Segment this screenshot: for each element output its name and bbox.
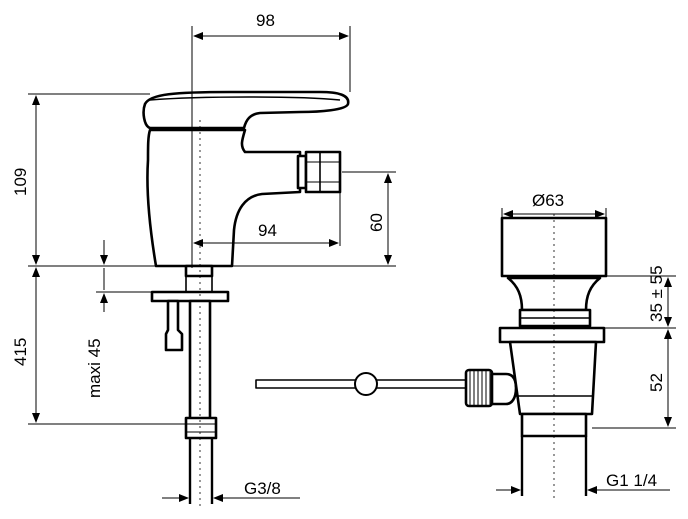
lever-top-line: [149, 96, 341, 101]
dim-supply-length: 415: [11, 338, 30, 366]
base-ring: [184, 264, 214, 278]
dim-supply-thread: G3/8: [244, 479, 281, 498]
dim-waste-upper: 35 ± 55: [647, 265, 666, 322]
dim-spout-reach: 94: [258, 221, 277, 240]
waste-view: [255, 214, 608, 500]
lever-handle: [142, 90, 350, 130]
dim-waste-diameter: Ø63: [532, 191, 564, 210]
dim-outlet-height: 60: [367, 213, 386, 232]
mixer-body: [146, 128, 302, 268]
fixing-rod: [164, 299, 184, 352]
hose-nut: [184, 416, 218, 440]
dim-height-total: 109: [11, 168, 30, 196]
mixer-dimensions: 98 94 109 60 415 maxi 45 G3/8: [11, 11, 396, 502]
waste-body: [508, 340, 598, 416]
mixer-view: [142, 90, 350, 510]
dim-waste-thread: G1 1/4: [606, 471, 657, 490]
dim-waste-lower: 52: [647, 373, 666, 392]
deck-plate: [150, 290, 230, 303]
dim-width-top: 98: [256, 11, 275, 30]
waste-dimensions: Ø63 35 ± 55 52 G1 1/4: [496, 191, 676, 494]
rod-sleeve: [490, 372, 518, 406]
rod-ball: [354, 372, 378, 396]
dim-deck-thickness: maxi 45: [85, 338, 104, 398]
waste-flange: [498, 326, 606, 344]
aerator-nozzle: [304, 150, 342, 194]
